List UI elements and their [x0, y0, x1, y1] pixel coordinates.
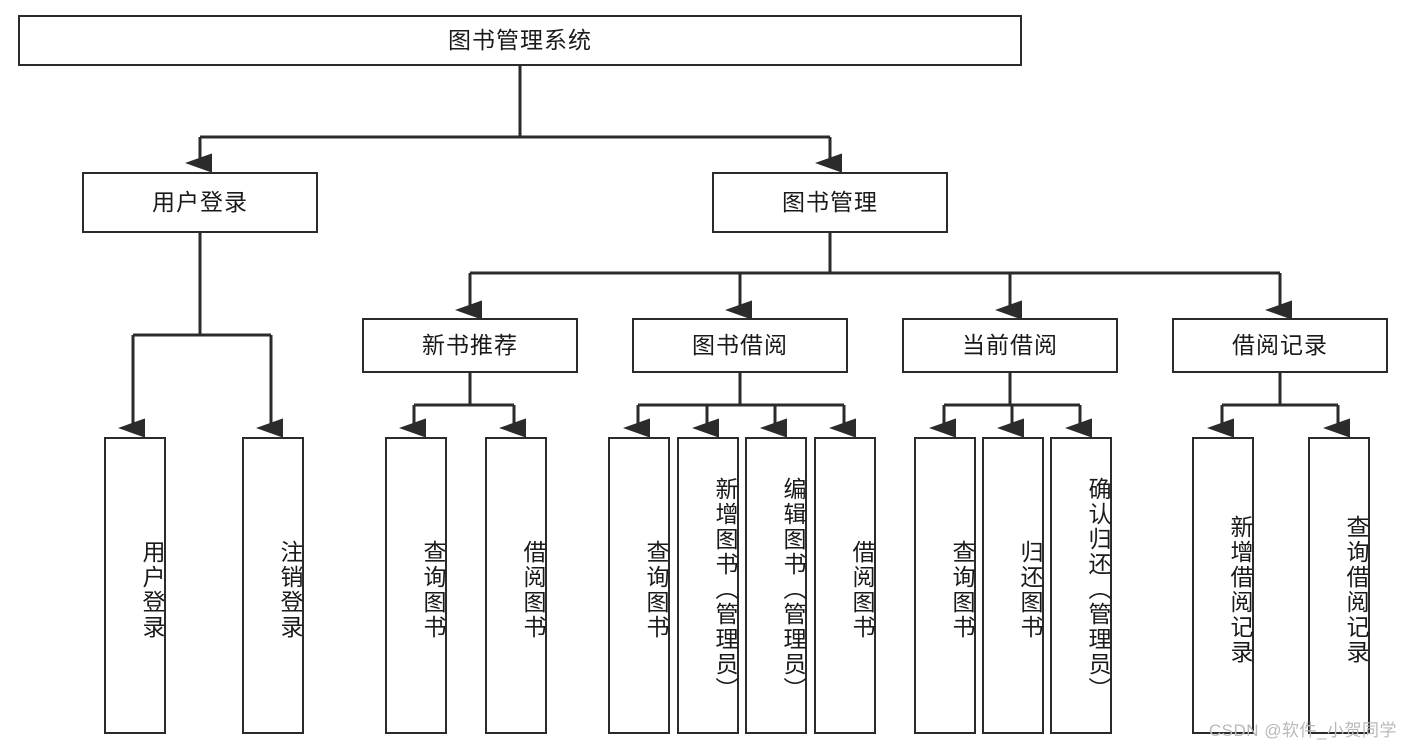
node-leaf-query-book-3[interactable]: 查询图书 [914, 437, 976, 734]
node-leaf-add-book[interactable]: 新增图书（管理员） [677, 437, 739, 734]
node-leaf-logout-login-label: 注销登录 [277, 539, 303, 640]
node-current-borrow[interactable]: 当前借阅 [902, 318, 1118, 373]
node-leaf-borrow-book-2[interactable]: 借阅图书 [814, 437, 876, 734]
node-current-borrow-label: 当前借阅 [962, 332, 1058, 359]
node-leaf-query-book-1[interactable]: 查询图书 [385, 437, 447, 734]
node-borrow-record[interactable]: 借阅记录 [1172, 318, 1388, 373]
node-root[interactable]: 图书管理系统 [18, 15, 1022, 66]
node-leaf-return-book[interactable]: 归还图书 [982, 437, 1044, 734]
node-leaf-query-book-3-label: 查询图书 [949, 539, 975, 640]
node-leaf-confirm-return[interactable]: 确认归还（管理员） [1050, 437, 1112, 734]
node-leaf-borrow-book-2-label: 借阅图书 [849, 539, 875, 640]
node-leaf-return-book-label: 归还图书 [1017, 539, 1043, 640]
node-leaf-query-record[interactable]: 查询借阅记录 [1308, 437, 1370, 734]
node-book-management-label: 图书管理 [782, 189, 878, 216]
node-leaf-borrow-book-1[interactable]: 借阅图书 [485, 437, 547, 734]
node-user-login[interactable]: 用户登录 [82, 172, 318, 233]
node-book-management[interactable]: 图书管理 [712, 172, 948, 233]
node-borrow-record-label: 借阅记录 [1232, 332, 1328, 359]
node-leaf-add-book-label: 新增图书（管理员） [712, 477, 738, 702]
node-leaf-confirm-return-label: 确认归还（管理员） [1085, 477, 1111, 702]
node-leaf-query-book-1-label: 查询图书 [420, 539, 446, 640]
watermark-text: CSDN @软件_小贺同学 [1208, 721, 1397, 740]
node-leaf-user-login[interactable]: 用户登录 [104, 437, 166, 734]
node-root-label: 图书管理系统 [448, 27, 592, 54]
node-leaf-edit-book-label: 编辑图书（管理员） [780, 477, 806, 702]
node-leaf-edit-book[interactable]: 编辑图书（管理员） [745, 437, 807, 734]
node-book-borrow[interactable]: 图书借阅 [632, 318, 848, 373]
node-user-login-label: 用户登录 [152, 189, 248, 216]
node-leaf-user-login-label: 用户登录 [139, 539, 165, 640]
node-leaf-logout-login[interactable]: 注销登录 [242, 437, 304, 734]
node-new-book-recommend-label: 新书推荐 [422, 332, 518, 359]
node-new-book-recommend[interactable]: 新书推荐 [362, 318, 578, 373]
node-leaf-borrow-book-1-label: 借阅图书 [520, 539, 546, 640]
node-leaf-query-book-2-label: 查询图书 [643, 539, 669, 640]
node-book-borrow-label: 图书借阅 [692, 332, 788, 359]
node-leaf-query-book-2[interactable]: 查询图书 [608, 437, 670, 734]
node-leaf-query-record-label: 查询借阅记录 [1343, 514, 1369, 665]
node-leaf-add-record[interactable]: 新增借阅记录 [1192, 437, 1254, 734]
node-leaf-add-record-label: 新增借阅记录 [1227, 514, 1253, 665]
